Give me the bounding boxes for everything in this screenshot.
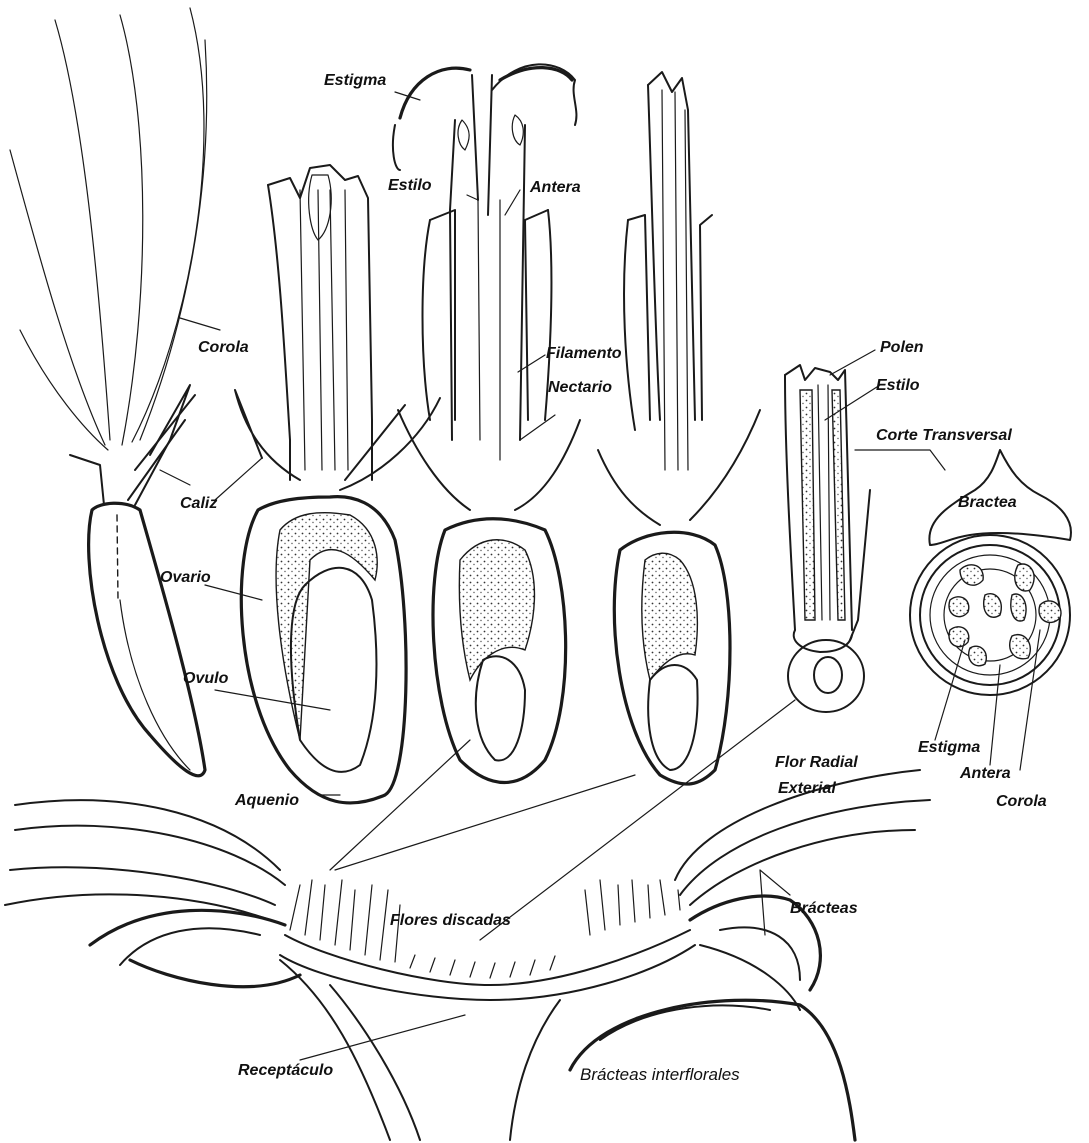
capitulum-drawing xyxy=(5,770,930,1140)
disc-flower-2-drawing xyxy=(393,64,580,782)
label-corte-transversal: Corte Transversal xyxy=(876,427,1012,444)
label-estigma-cs: Estigma xyxy=(918,739,980,756)
label-filamento: Filamento xyxy=(546,345,622,362)
label-estilo-top: Estilo xyxy=(388,177,432,194)
label-caliz: Caliz xyxy=(180,495,217,512)
label-bracteas: Brácteas xyxy=(790,900,858,917)
label-estigma-top: Estigma xyxy=(324,72,386,89)
label-estilo-right: Estilo xyxy=(876,377,920,394)
label-receptaculo: Receptáculo xyxy=(238,1062,333,1079)
label-polen: Polen xyxy=(880,339,924,356)
label-flores-discadas: Flores discadas xyxy=(390,912,511,929)
label-ovario: Ovario xyxy=(160,569,211,586)
label-ovulo: Ovulo xyxy=(183,670,229,687)
disc-flower-3-drawing xyxy=(598,72,760,784)
label-nectario: Nectario xyxy=(548,379,612,396)
floret-section-drawing xyxy=(785,365,870,712)
label-antera-top: Antera xyxy=(529,179,581,196)
label-corola-cs: Corola xyxy=(996,793,1047,810)
label-exterial: Exterial xyxy=(778,780,836,797)
cross-section-drawing xyxy=(910,450,1071,695)
label-aquenio: Aquenio xyxy=(234,792,299,809)
ray-flower-drawing xyxy=(10,8,207,776)
label-antera-cs: Antera xyxy=(959,765,1011,782)
label-bracteas-interflorales: Brácteas interflorales xyxy=(580,1065,740,1084)
label-bractea: Bractea xyxy=(958,494,1017,511)
label-flor-radial: Flor Radial xyxy=(775,754,858,771)
label-corola-left: Corola xyxy=(198,339,249,356)
disc-flower-1-drawing xyxy=(235,165,440,803)
